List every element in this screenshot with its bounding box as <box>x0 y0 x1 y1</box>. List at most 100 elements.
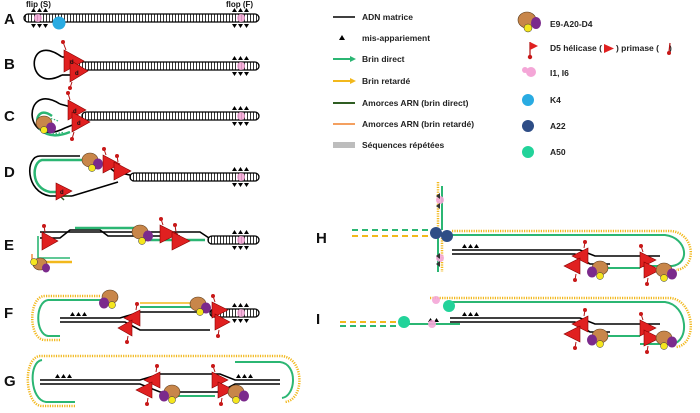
template-duplex <box>23 13 260 23</box>
legend-repeats-label: Séquences répétées <box>362 140 444 150</box>
panel-label-e: E <box>4 237 14 254</box>
a22-protein <box>430 227 442 239</box>
legend-helicase-icon <box>604 44 614 53</box>
legend-mismatch-swatch <box>339 35 345 40</box>
lagging-strand <box>452 229 692 272</box>
template-strand <box>40 231 213 241</box>
template-duplex <box>129 172 260 182</box>
flop-end-label: flop (F) <box>226 0 253 9</box>
legend-repeats-swatch <box>333 142 355 148</box>
panel-g <box>26 354 301 408</box>
panel-i <box>340 296 692 354</box>
legend-a50-label: A50 <box>550 147 566 157</box>
panel-d: d <box>28 147 260 201</box>
d5-helicase <box>159 217 191 251</box>
template-duplex <box>72 61 260 71</box>
panel-label-h: H <box>316 230 327 247</box>
legend-i1-label: I1, I6 <box>550 68 569 78</box>
svg-text:d: d <box>77 121 81 127</box>
legend-a50-swatch <box>522 146 534 158</box>
legend-lagging-label: Brin retardé <box>362 76 410 86</box>
legend-i1-swatch <box>526 67 536 77</box>
i1-i6-marker <box>237 14 245 22</box>
template-duplex <box>81 111 260 121</box>
d5-helicase <box>41 224 59 251</box>
legend-primer-leading-label: Amorces ARN (brin direct) <box>362 98 469 108</box>
legend-a22-label: A22 <box>550 121 566 131</box>
template-loop <box>33 49 63 80</box>
mismatches-right <box>232 8 249 28</box>
svg-text:d: d <box>70 60 74 66</box>
leading-strand <box>42 118 65 134</box>
panel-label-g: G <box>4 373 16 390</box>
legend-d5-label-primase: ) primase ( <box>616 43 659 53</box>
d5-helicase <box>135 364 161 406</box>
e9-a20-d4-complex <box>131 224 153 245</box>
e9-a20-d4-complex <box>81 152 103 172</box>
panel-label-f: F <box>4 305 13 322</box>
i1-i6-marker <box>432 296 440 304</box>
template-strand <box>40 383 280 393</box>
mismatches <box>436 193 440 267</box>
k4-protein <box>52 16 66 30</box>
leading-strand <box>235 361 294 399</box>
panel-label-a: A <box>4 11 15 28</box>
leading-strand <box>452 234 686 267</box>
legend-d5-swatch <box>527 42 538 60</box>
a50-protein <box>398 316 410 328</box>
d5-helicase <box>102 147 132 181</box>
d5-helicase <box>563 308 589 350</box>
e9-a20-d4-complex <box>655 262 677 282</box>
legend-a22-swatch <box>522 120 534 132</box>
legend-left: ADN matrice mis-appariement Brin direct … <box>333 12 474 150</box>
e9-a20-d4-complex <box>159 384 181 404</box>
legend-right: E9-A20-D4 D5 hélicase () primase () I1, … <box>517 11 672 158</box>
template-strand <box>40 373 280 381</box>
mismatches <box>462 244 479 248</box>
i1-i6-marker <box>34 14 42 22</box>
i1-i6-marker <box>428 320 436 328</box>
d5-helicase <box>211 364 235 406</box>
d5-helicase: d d <box>66 91 91 141</box>
i1-i6-marker <box>436 196 444 204</box>
legend-primer-lagging-label: Amorces ARN (brin retardé) <box>362 119 474 129</box>
panel-label-c: C <box>4 108 15 125</box>
legend-e9-swatch <box>517 11 541 33</box>
panel-e <box>30 217 260 273</box>
legend-d5-label-helicase: D5 hélicase ( <box>550 43 602 53</box>
d5-helicase <box>211 294 231 338</box>
template-strand <box>450 317 660 325</box>
svg-text:d: d <box>73 109 77 115</box>
panel-f <box>31 289 260 344</box>
panel-h <box>352 182 692 286</box>
d5-helicase: d d <box>61 40 89 90</box>
lagging-strand <box>430 296 692 349</box>
svg-text:d: d <box>60 190 64 196</box>
leading-strand <box>33 158 82 194</box>
leading-strand <box>31 359 75 403</box>
e9-a20-d4-complex <box>227 384 249 404</box>
e9-a20-d4-complex <box>189 296 211 316</box>
e9-a20-d4-complex <box>587 260 609 280</box>
mismatches <box>70 312 87 316</box>
d5-helicase <box>563 240 589 282</box>
legend-k4-label: K4 <box>550 95 561 105</box>
e9-a20-d4-complex <box>587 328 609 348</box>
panel-label-i: I <box>316 311 320 328</box>
legend-leading-label: Brin direct <box>362 54 405 64</box>
legend-e9-label: E9-A20-D4 <box>550 19 593 29</box>
mismatches-left <box>31 8 48 28</box>
d5-helicase <box>639 244 661 286</box>
legend-template-label: ADN matrice <box>362 12 413 22</box>
legend-d5-label: D5 hélicase () primase () <box>550 43 672 53</box>
panel-a <box>23 8 260 30</box>
panel-c: d d <box>31 91 260 141</box>
panel-label-b: B <box>4 56 15 73</box>
d5-helicase <box>639 312 661 354</box>
e9-a20-d4-complex <box>99 289 119 309</box>
mismatches <box>428 312 479 322</box>
d5-helicase: d <box>55 182 73 201</box>
a22-protein <box>441 230 453 242</box>
template-strand <box>60 321 210 331</box>
